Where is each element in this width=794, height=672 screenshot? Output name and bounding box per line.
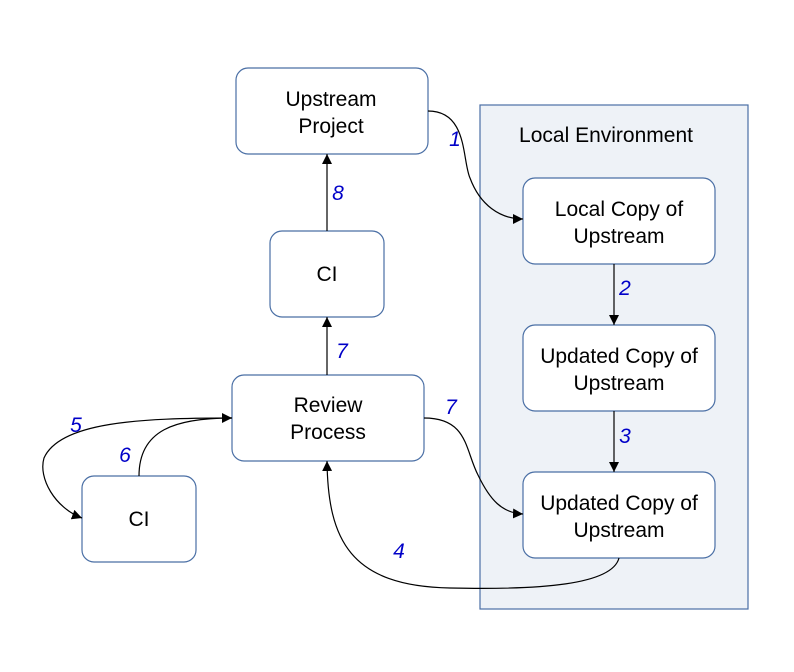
region-title: Local Environment	[519, 124, 693, 147]
node-label-line: Review	[294, 394, 364, 417]
node-label-line: Upstream	[573, 519, 664, 542]
edge-label-6: 6	[119, 444, 131, 467]
node-updated-copy-1[interactable]: Updated Copy of Upstream	[522, 324, 716, 412]
node-ci-top[interactable]: CI	[269, 230, 385, 318]
edge-7-local-arrow	[423, 417, 524, 519]
edge-label-3: 3	[619, 425, 631, 448]
node-label-line: Updated Copy of	[540, 345, 698, 368]
edge-label-7-local: 7	[445, 396, 458, 419]
edge-1-arrow	[427, 110, 524, 224]
node-label-line: Upstream	[573, 372, 664, 395]
edge-label-4: 4	[393, 540, 405, 563]
node-label-line: Process	[290, 421, 366, 444]
edge-label-2: 2	[618, 277, 631, 300]
node-label-line: Upstream	[573, 225, 664, 248]
node-label-line: Upstream	[285, 88, 376, 111]
node-review-process[interactable]: Review Process	[231, 374, 425, 462]
node-label-line: Updated Copy of	[540, 492, 698, 515]
edge-label-1: 1	[449, 128, 461, 151]
node-updated-copy-2[interactable]: Updated Copy of Upstream	[522, 471, 716, 559]
node-label-line: Local Copy of	[555, 198, 684, 221]
edge-5-arrow	[42, 417, 233, 520]
edge-4-arrow	[322, 460, 620, 589]
node-ci-bottom[interactable]: CI	[81, 475, 197, 563]
edge-label-8: 8	[332, 182, 344, 205]
node-local-copy[interactable]: Local Copy of Upstream	[522, 177, 716, 265]
edge-label-7-ci: 7	[336, 340, 349, 363]
node-label-line: CI	[317, 263, 338, 286]
edge-label-5: 5	[70, 414, 82, 437]
edge-6-arrow	[138, 413, 233, 477]
node-label-line: Project	[298, 115, 364, 138]
node-upstream-project[interactable]: Upstream Project	[235, 67, 429, 155]
node-label-line: CI	[129, 508, 150, 531]
